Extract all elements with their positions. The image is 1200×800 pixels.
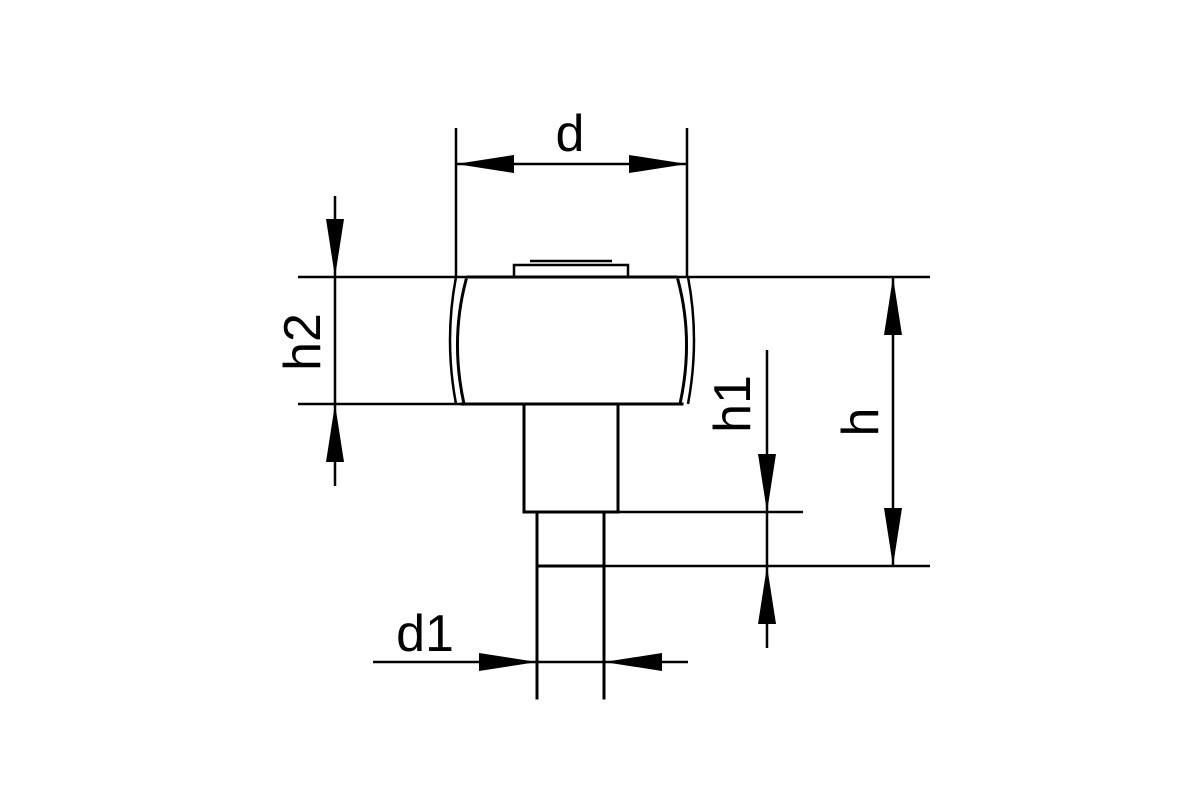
dimension-d: d bbox=[456, 105, 687, 173]
arrowhead bbox=[629, 155, 687, 173]
dimension-h: h bbox=[832, 277, 902, 566]
arrowhead bbox=[758, 454, 776, 512]
shank bbox=[522, 402, 620, 514]
dimension-h1: h1 bbox=[704, 350, 776, 648]
arrowhead bbox=[604, 653, 662, 671]
dimension-h2: h2 bbox=[274, 196, 344, 486]
pin bbox=[535, 510, 606, 700]
arrowhead bbox=[326, 404, 344, 462]
label-d: d bbox=[556, 105, 585, 163]
arrowhead bbox=[884, 508, 902, 566]
arrowhead bbox=[479, 653, 537, 671]
arrowhead bbox=[456, 155, 514, 173]
label-h: h bbox=[832, 408, 890, 437]
knob-head bbox=[448, 275, 696, 406]
label-h1: h1 bbox=[704, 375, 762, 433]
label-h2: h2 bbox=[274, 313, 332, 371]
arrowhead bbox=[326, 219, 344, 277]
arrowhead bbox=[758, 566, 776, 624]
label-d1: d1 bbox=[396, 605, 454, 663]
extension-lines bbox=[298, 128, 930, 568]
dimension-d1: d1 bbox=[373, 605, 688, 671]
arrowhead bbox=[884, 277, 902, 335]
top-insert bbox=[512, 259, 630, 279]
